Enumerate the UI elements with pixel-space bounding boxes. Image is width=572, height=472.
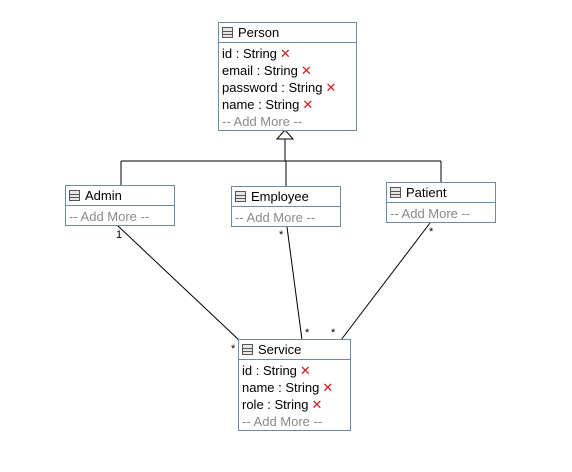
attribute-row[interactable]: name : String✕	[242, 379, 350, 396]
multiplicity-service-employee-end: *	[305, 327, 310, 339]
delete-attribute-icon[interactable]: ✕	[302, 97, 314, 112]
class-name: Employee	[251, 189, 309, 204]
attribute-text: name : String	[242, 380, 320, 395]
attribute-row[interactable]: id : String✕	[222, 45, 356, 62]
attribute-row[interactable]: email : String✕	[222, 62, 356, 79]
delete-attribute-icon[interactable]: ✕	[322, 380, 334, 395]
attribute-text: password : String	[222, 80, 323, 95]
class-name: Person	[238, 25, 280, 40]
attribute-text: role : String	[242, 397, 309, 412]
multiplicity-service-admin-end: *	[231, 343, 236, 355]
attribute-text: name : String	[222, 97, 300, 112]
class-admin[interactable]: Admin -- Add More --	[65, 185, 175, 226]
add-attribute-button[interactable]: -- Add More --	[222, 114, 303, 129]
class-patient-attributes: -- Add More --	[387, 203, 495, 224]
delete-attribute-icon[interactable]: ✕	[300, 63, 312, 78]
delete-attribute-icon[interactable]: ✕	[299, 363, 311, 378]
attribute-text: id : String	[222, 46, 277, 61]
class-icon	[69, 190, 80, 201]
class-patient[interactable]: Patient -- Add More --	[386, 182, 496, 223]
add-attribute-button[interactable]: -- Add More --	[69, 209, 150, 224]
class-employee-header[interactable]: Employee	[232, 187, 340, 207]
attribute-text: email : String	[222, 63, 298, 78]
class-person-attributes: id : String✕ email : String✕ password : …	[219, 43, 356, 132]
delete-attribute-icon[interactable]: ✕	[311, 397, 323, 412]
class-admin-attributes: -- Add More --	[66, 206, 174, 227]
class-admin-header[interactable]: Admin	[66, 186, 174, 206]
class-person-header[interactable]: Person	[219, 23, 356, 43]
class-service[interactable]: Service id : String✕ name : String✕ role…	[238, 339, 351, 431]
multiplicity-patient-end: *	[429, 226, 434, 238]
class-employee-attributes: -- Add More --	[232, 207, 340, 228]
add-attribute-button[interactable]: -- Add More --	[235, 210, 316, 225]
class-employee[interactable]: Employee -- Add More --	[231, 186, 341, 227]
class-icon	[242, 344, 253, 355]
class-service-header[interactable]: Service	[239, 340, 350, 360]
attribute-row[interactable]: password : String✕	[222, 79, 356, 96]
class-icon	[235, 191, 246, 202]
attribute-row[interactable]: role : String✕	[242, 396, 350, 413]
delete-attribute-icon[interactable]: ✕	[325, 80, 337, 95]
attribute-row[interactable]: name : String✕	[222, 96, 356, 113]
multiplicity-admin-end: 1	[116, 229, 123, 241]
delete-attribute-icon[interactable]: ✕	[279, 46, 291, 61]
class-person[interactable]: Person id : String✕ email : String✕ pass…	[218, 22, 357, 131]
class-name: Admin	[85, 188, 122, 203]
class-patient-header[interactable]: Patient	[387, 183, 495, 203]
add-attribute-button[interactable]: -- Add More --	[242, 414, 323, 429]
attribute-text: id : String	[242, 363, 297, 378]
class-service-attributes: id : String✕ name : String✕ role : Strin…	[239, 360, 350, 432]
association-admin-service[interactable]	[117, 225, 241, 342]
class-icon	[390, 187, 401, 198]
class-name: Service	[258, 342, 302, 357]
attribute-row[interactable]: id : String✕	[242, 362, 350, 379]
association-patient-service[interactable]	[340, 222, 431, 341]
generalization-arrowhead	[275, 129, 295, 140]
multiplicity-employee-end: *	[279, 229, 284, 241]
class-icon	[222, 27, 233, 38]
add-attribute-button[interactable]: -- Add More --	[390, 206, 471, 221]
association-employee-service[interactable]	[286, 226, 303, 341]
class-name: Patient	[406, 185, 447, 200]
multiplicity-service-patient-end: *	[331, 327, 336, 339]
